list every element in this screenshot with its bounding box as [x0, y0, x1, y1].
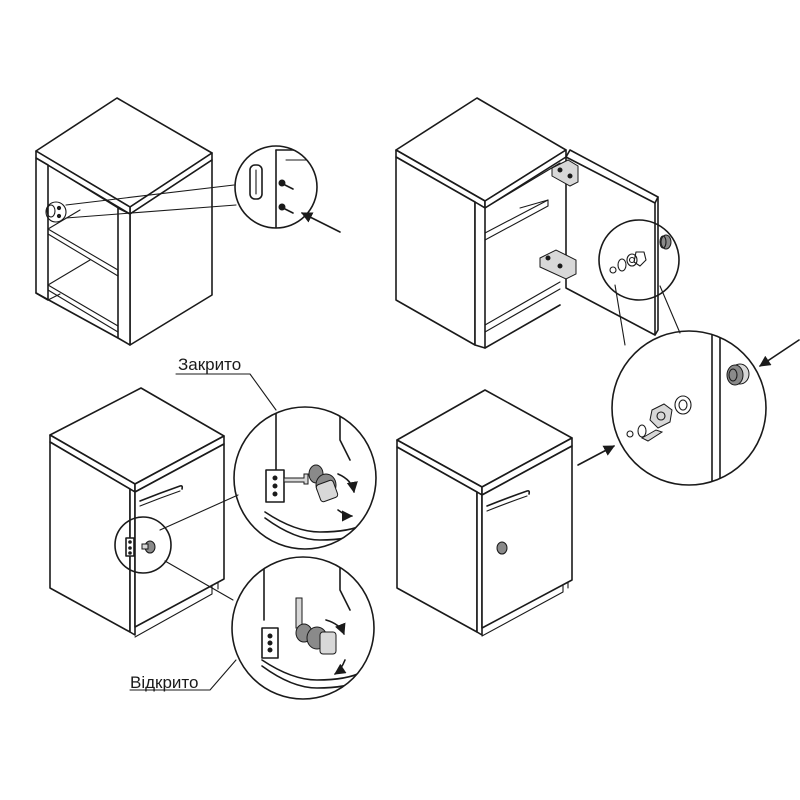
insert-arrow — [300, 212, 341, 233]
magnifier-lock-closed — [233, 406, 377, 550]
callout-line — [65, 184, 235, 206]
label-leader-open — [129, 659, 237, 691]
cabinet-door-closed — [396, 389, 573, 637]
hinge-plate-mounting-hole — [45, 201, 67, 223]
lock-inner-detail — [114, 516, 172, 574]
label-leader-closed — [175, 373, 277, 411]
insert-arrow — [577, 445, 615, 466]
door-hinge — [539, 249, 577, 280]
lock-washer-set — [626, 395, 692, 442]
lock-knob — [659, 234, 672, 250]
callout-line — [659, 285, 681, 334]
insert-arrow — [759, 339, 800, 367]
cabinet-open-shelves — [35, 97, 213, 346]
callout-line — [614, 284, 626, 346]
magnifier-lock-parts-large — [611, 330, 767, 486]
magnifier-lock-parts-small — [598, 219, 680, 301]
door-hinge — [551, 159, 579, 187]
callout-line — [159, 494, 239, 531]
lock-cylinder — [726, 363, 750, 386]
cabinet-door-open — [395, 97, 659, 349]
magnifier-lock-open — [231, 556, 375, 700]
callout-line — [65, 204, 237, 219]
label-open: Відкрито — [130, 673, 198, 692]
cabinet-with-lock-detail — [49, 387, 225, 638]
magnifier-hinge-screws — [234, 145, 318, 229]
lock-knob — [496, 541, 508, 555]
label-closed: Закрито — [178, 355, 241, 374]
callout-line — [164, 560, 234, 601]
